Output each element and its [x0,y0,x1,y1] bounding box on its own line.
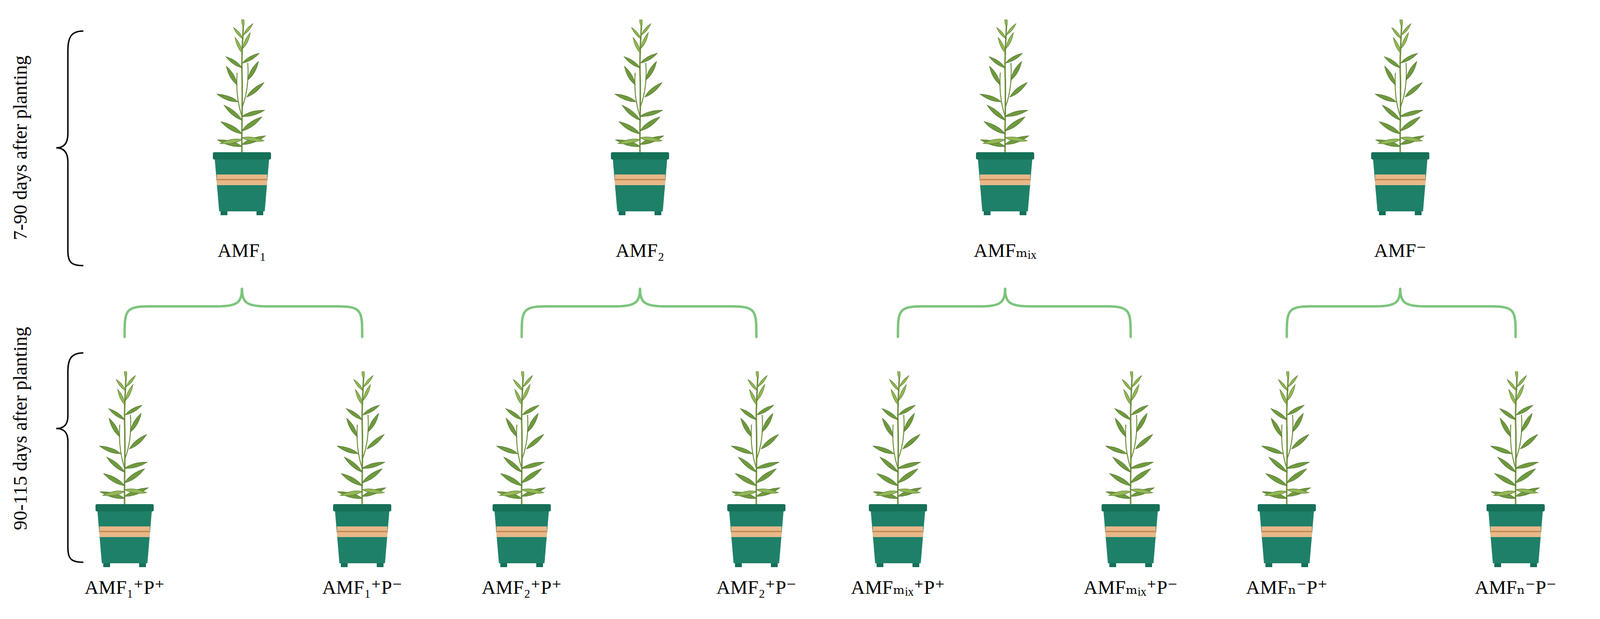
plant-pot [1257,366,1316,568]
grouping-brace [640,288,757,337]
plant-treatment: AMFₘᵢₓ [942,14,1069,289]
plant-pot [492,366,551,568]
plant-pot [1101,366,1160,568]
period-label: 7-90 days after planting [9,55,32,241]
treatment-label: AMFₘᵢₓ⁺P⁺ [834,576,961,599]
plant-pot [727,366,786,568]
treatment-label: AMF₂⁺P⁺ [458,576,585,599]
plant-pot [1371,14,1430,216]
plant-treatment: AMF₁⁺P⁺ [61,336,188,616]
grouping-brace [897,288,1006,337]
period-label: 90-115 days after planting [9,326,32,531]
grouping-brace [1286,288,1401,337]
plant-pot [868,366,928,568]
treatment-label: AMFₘᵢₓ⁺P⁻ [1067,576,1194,599]
plant-treatment: AMF₂ [576,14,704,289]
plant-pot [610,14,670,216]
plant-treatment: AMFₙ⁻P⁺ [1223,336,1350,616]
treatment-label: AMFₘᵢₓ [942,239,1069,262]
treatment-label: AMF₂ [576,239,704,262]
grouping-brace [124,288,242,337]
plant-pot [212,14,272,216]
plant-pot [333,366,392,568]
plant-pot [976,14,1035,216]
plant-pot [95,366,154,568]
treatment-label: AMFₙ⁻P⁺ [1223,576,1350,599]
plant-treatment: AMF₂⁺P⁺ [458,336,585,616]
plant-treatment: AMFₘᵢₓ⁺P⁻ [1067,336,1194,616]
plant-treatment: AMF₂⁺P⁻ [693,336,820,616]
plant-treatment: AMF₁ [178,14,305,289]
treatment-label: AMFₙ⁻P⁻ [1452,576,1579,599]
period-bracket [56,352,84,563]
plant-treatment: AMF₁⁺P⁻ [299,336,426,616]
plant-treatment: AMFₘᵢₓ⁺P⁺ [834,336,961,616]
grouping-brace [521,288,640,337]
treatment-label: AMF₁ [178,239,305,262]
plant-treatment: AMF⁻ [1337,14,1464,289]
period-bracket [56,31,84,266]
plant-pot [1486,366,1545,568]
plant-treatment: AMFₙ⁻P⁻ [1452,336,1579,616]
grouping-brace [1400,288,1516,337]
grouping-brace [1005,288,1131,337]
treatment-label: AMF₂⁺P⁻ [693,576,820,599]
treatment-label: AMF₁⁺P⁺ [61,576,188,599]
treatment-label: AMF⁻ [1337,239,1464,262]
grouping-brace [241,288,363,337]
treatment-label: AMF₁⁺P⁻ [299,576,426,599]
